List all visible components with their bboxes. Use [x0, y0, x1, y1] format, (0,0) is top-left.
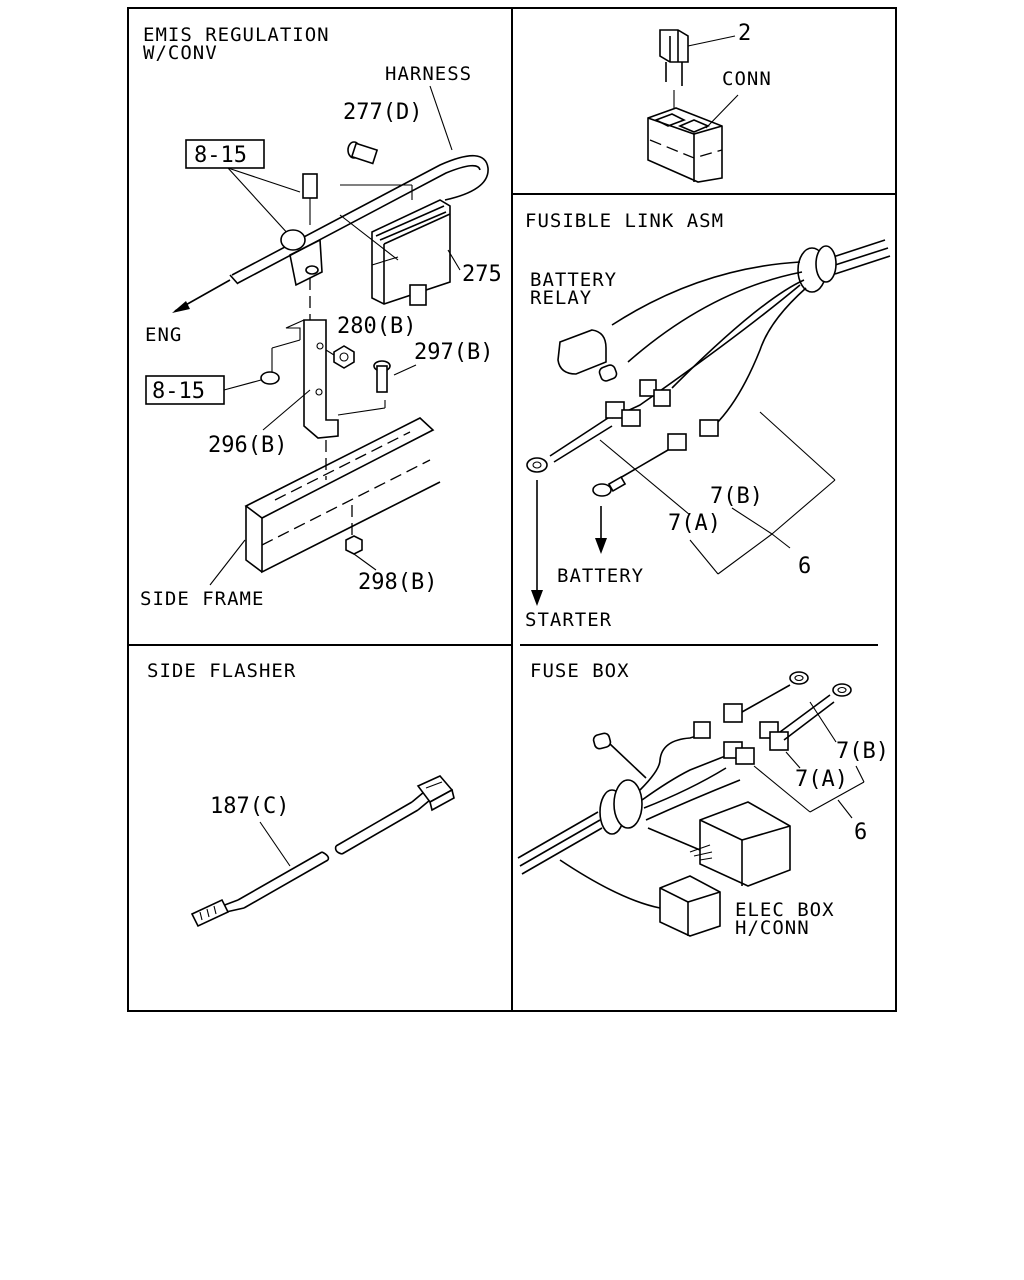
fuse-box-ring-a: [789, 671, 809, 685]
part-187c-label: 187(C): [210, 794, 289, 819]
elec-box-small: [659, 875, 721, 937]
panel-fusible-link: FUSIBLE LINK ASM BATTERY RELAY: [525, 210, 891, 631]
panel-emis-regulation: EMIS REGULATION W/CONV HARNESS 277(D) 8-…: [140, 24, 502, 610]
ref-8-15-a: 8-15: [194, 143, 247, 168]
ring-terminal-starter: [526, 457, 548, 473]
ref-box-8-15-a: [185, 139, 265, 169]
part-297b-label: 297(B): [414, 340, 493, 365]
small-connector-d: [667, 433, 687, 451]
battery-relay-connector: [557, 329, 607, 375]
small-connector-a: [639, 379, 671, 407]
emis-title-line2: W/CONV: [143, 42, 218, 64]
side-frame-label: SIDE FRAME: [140, 588, 264, 610]
washer: [260, 371, 280, 385]
fuse-box-ring-b: [832, 683, 852, 697]
part-298b-label: 298(B): [358, 570, 437, 595]
harness-label: HARNESS: [385, 63, 472, 85]
clip-bolt: [280, 173, 323, 287]
panel-fuse-conn: 2 CONN: [647, 21, 772, 183]
starter-label: STARTER: [525, 609, 612, 631]
emis-title-line1: EMIS REGULATION: [143, 24, 330, 46]
panel-side-flasher: SIDE FLASHER 187(C): [147, 660, 455, 928]
elec-box-label-line2: H/CONN: [735, 917, 810, 939]
battery-relay-line1: BATTERY: [530, 269, 617, 291]
battery-label: BATTERY: [557, 565, 644, 587]
elec-box-label-line1: ELEC BOX: [735, 899, 835, 921]
fusible-part-7a-label: 7(A): [668, 511, 721, 536]
connector-conn: [647, 107, 723, 183]
relay-plug: [598, 364, 618, 382]
fuse-box-connector-b: [723, 741, 755, 765]
fuse-box-grommet: [599, 779, 643, 835]
part-296b-label: 296(B): [208, 433, 287, 458]
panel-frame: [127, 7, 897, 1012]
battery-relay-line2: RELAY: [530, 287, 592, 309]
nut-298b: [345, 535, 363, 555]
fuse-box-title: FUSE BOX: [530, 660, 630, 682]
panel-fuse-box: FUSE BOX: [517, 660, 889, 939]
grommet: [797, 245, 837, 293]
eng-label: ENG: [145, 324, 182, 346]
bracket-296b: [303, 319, 339, 439]
fuse-box-plug: [592, 732, 612, 750]
bolt-297b: [373, 360, 391, 393]
conn-label: CONN: [722, 68, 772, 90]
part-280b-label: 280(B): [337, 314, 416, 339]
fuse-box-connector-c: [759, 721, 789, 751]
fusebox-part-7b-label: 7(B): [836, 739, 889, 764]
ring-terminal-battery: [592, 475, 627, 497]
fusebox-part-6-label: 6: [854, 820, 867, 845]
elec-box-large: [699, 801, 791, 887]
part-275-label: 275: [462, 262, 502, 287]
small-connector-b: [605, 401, 641, 427]
small-connector-c: [699, 419, 719, 437]
side-flasher-title: SIDE FLASHER: [147, 660, 296, 682]
fusible-title: FUSIBLE LINK ASM: [525, 210, 724, 232]
part-2-label: 2: [738, 21, 751, 46]
side-flasher-connector-end: [416, 775, 455, 812]
ref-8-15-b: 8-15: [152, 379, 205, 404]
fuse-box-connector-a: [693, 703, 743, 739]
side-frame-channel: [244, 417, 441, 574]
nut-280b: [333, 345, 355, 369]
side-flasher-connector-start: [190, 898, 230, 928]
harness-187c: [221, 791, 431, 913]
bolt-277d: [347, 141, 379, 165]
fusible-part-6-label: 6: [798, 554, 811, 579]
converter-275: [371, 199, 451, 306]
fuse-2: [659, 29, 689, 86]
fusible-part-7b-label: 7(B): [710, 484, 763, 509]
fusebox-part-7a-label: 7(A): [795, 767, 848, 792]
part-277d-label: 277(D): [343, 100, 422, 125]
